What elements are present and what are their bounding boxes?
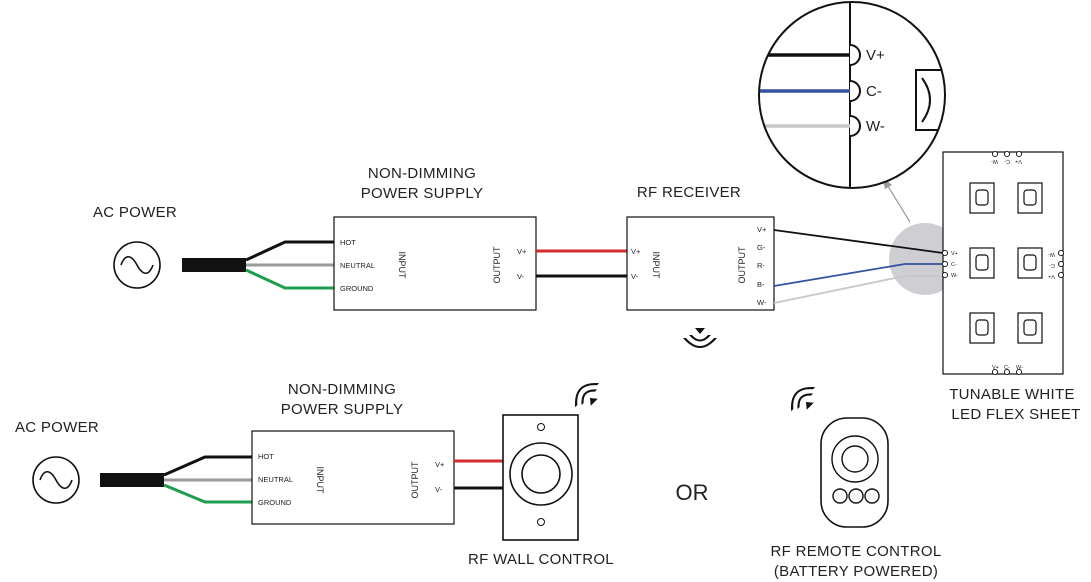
top-mains-wires <box>245 240 334 290</box>
sheet-pad-label: V+ <box>1015 158 1022 164</box>
receiver-output-label: OUTPUT <box>737 246 747 284</box>
top-psu-hot-terminal: HOT <box>340 238 356 247</box>
led-chip <box>1017 182 1043 214</box>
bottom-mains-cable <box>100 473 164 487</box>
bottom-ac-power-label: AC POWER <box>15 419 99 436</box>
zoomed-terminal-callout: V+ C- W- <box>758 1 946 189</box>
sheet-pad-label: C- <box>1004 365 1010 371</box>
sheet-vplus-wire <box>773 229 944 254</box>
ac-sine-source-icon <box>113 241 161 289</box>
top-dc-wires <box>536 249 627 278</box>
top-psu-neutral-terminal: NEUTRAL <box>340 261 375 270</box>
sheet-cool-wire <box>773 263 943 287</box>
bottom-ground-wire <box>163 483 252 504</box>
top-ac-power-group: AC POWER <box>93 204 246 289</box>
wireless-signal-icon <box>791 387 816 412</box>
top-psu-out-pos: V+ <box>517 247 527 256</box>
sheet-warm-wire <box>773 275 943 304</box>
zoom-terminal-wminus: W- <box>866 118 885 135</box>
receiver-out-terminal: V+ <box>757 225 767 234</box>
rf-remote-control <box>820 417 889 528</box>
sheet-pad-label: C- <box>951 262 957 268</box>
receiver-input-label: INPUT <box>651 252 661 280</box>
top-psu-title-line1: NON-DIMMING <box>368 165 476 182</box>
bottom-psu-title-line2: POWER SUPPLY <box>281 401 404 418</box>
zoom-terminal-vplus: V+ <box>866 47 885 64</box>
zoom-callout-arrow <box>882 177 911 223</box>
sheet-pad-label: W- <box>991 158 998 164</box>
receiver-in-pos: V+ <box>631 247 641 256</box>
bottom-psu-ground-terminal: GROUND <box>258 498 292 507</box>
led-flex-sheet: V+ C- W- W- C- V+ W- C- V+ V+ C- W- <box>941 150 1065 376</box>
bottom-ac-power-group: AC POWER <box>15 419 164 504</box>
receiver-to-sheet-wires <box>773 229 944 304</box>
bottom-psu-title-line1: NON-DIMMING <box>288 381 396 398</box>
receiver-out-terminal: G- <box>757 243 766 252</box>
top-mains-cable <box>182 258 246 272</box>
rf-wall-control-label: RF WALL CONTROL <box>468 551 614 568</box>
sheet-pad-label: C- <box>1049 262 1055 268</box>
top-psu-output-label: OUTPUT <box>492 246 502 284</box>
top-ac-power-label: AC POWER <box>93 204 177 221</box>
sheet-pad-label: W- <box>1016 365 1023 371</box>
bottom-hot-wire <box>163 455 252 477</box>
rf-remote-label-line2: (BATTERY POWERED) <box>774 563 938 580</box>
rf-remote-label-line1: RF REMOTE CONTROL <box>771 543 942 560</box>
rf-wall-control <box>502 414 579 541</box>
sheet-pad-label: W- <box>1048 251 1055 257</box>
top-psu-ground-terminal: GROUND <box>340 284 374 293</box>
sheet-pad-label: V+ <box>992 365 999 371</box>
sheet-pad-label: W- <box>951 273 958 279</box>
top-psu-input-label: INPUT <box>397 252 407 280</box>
top-psu-title-line2: POWER SUPPLY <box>361 185 484 202</box>
bottom-mains-wires <box>163 455 252 504</box>
ac-sine-source-icon <box>32 456 80 504</box>
top-psu-out-neg: V- <box>517 272 525 281</box>
receiver-out-terminal: W- <box>757 298 767 307</box>
receiver-in-neg: V- <box>631 272 639 281</box>
receiver-out-terminal: B- <box>757 280 765 289</box>
bottom-psu-out-neg: V- <box>435 485 443 494</box>
rf-receiver: RF RECEIVER V+ V- INPUT OUTPUT V+ G- R- … <box>626 184 775 311</box>
flex-sheet-label-line2: LED FLEX SHEET <box>951 406 1080 423</box>
led-chip <box>1017 247 1043 279</box>
top-ground-wire <box>245 268 334 290</box>
wireless-signal-icon <box>683 328 717 348</box>
zoom-terminal-cminus: C- <box>866 83 882 100</box>
sheet-pad-label: V+ <box>1048 273 1055 279</box>
bottom-psu-output-label: OUTPUT <box>410 461 420 499</box>
top-hot-wire <box>245 240 334 262</box>
top-power-supply: NON-DIMMING POWER SUPPLY HOT NEUTRAL GRO… <box>333 165 537 311</box>
bottom-dc-wires <box>454 459 503 490</box>
receiver-out-terminal: R- <box>757 261 765 270</box>
wireless-signal-icon <box>575 383 600 408</box>
flex-sheet-label-line1: TUNABLE WHITE <box>949 386 1075 403</box>
bottom-psu-hot-terminal: HOT <box>258 452 274 461</box>
rf-receiver-title: RF RECEIVER <box>637 184 741 201</box>
bottom-psu-neutral-terminal: NEUTRAL <box>258 475 293 484</box>
bottom-power-supply: NON-DIMMING POWER SUPPLY HOT NEUTRAL GRO… <box>251 381 455 525</box>
bottom-psu-input-label: INPUT <box>315 467 325 495</box>
sheet-pad-label: C- <box>1004 158 1010 164</box>
bottom-psu-out-pos: V+ <box>435 460 445 469</box>
sheet-pad-label: V+ <box>951 251 958 257</box>
or-label: OR <box>676 480 709 505</box>
